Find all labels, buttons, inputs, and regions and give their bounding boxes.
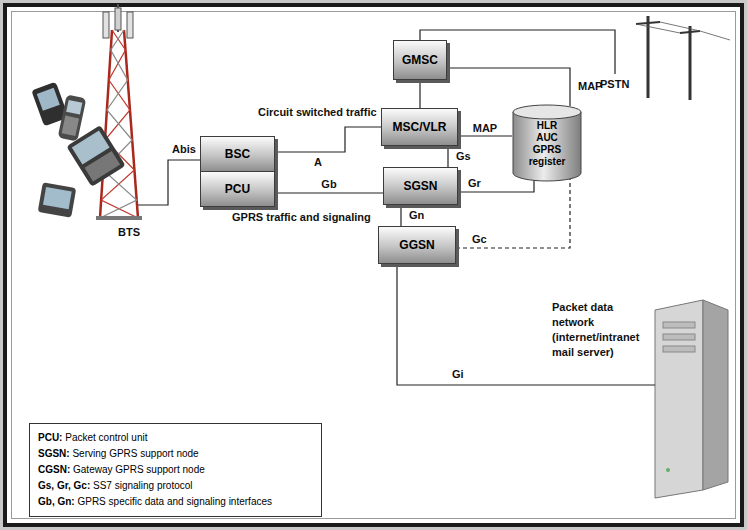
- cell-tower-part: [100, 30, 112, 218]
- element-name: HLR AUC GPRS register: [526, 120, 568, 168]
- interface-label: Gc: [470, 233, 489, 246]
- key-entry: PCU: Packet control unit: [38, 430, 313, 446]
- interface-line: [419, 80, 420, 108]
- network-element-box: SGSN: [383, 167, 458, 205]
- telephone-poles-part: [647, 16, 650, 98]
- server-tower: [655, 300, 728, 498]
- server-tower-part: [663, 322, 695, 328]
- cell-tower-part: [115, 8, 121, 30]
- key-entry: Gb, Gn: GPRS specific data and signaling…: [38, 494, 313, 510]
- mobile-devices-part: [66, 125, 125, 187]
- interface-line: [447, 68, 570, 106]
- element-name: SGSN: [403, 179, 437, 193]
- server-tower-part: [666, 468, 670, 472]
- interface-line: [275, 127, 381, 152]
- telephone-poles-part: [636, 22, 660, 24]
- key-entry: SGSN: Serving GPRS support node: [38, 446, 313, 462]
- station-label: BTS: [118, 226, 140, 239]
- mobile-devices-part-part: [37, 88, 60, 111]
- network-element-box: GMSC: [393, 40, 447, 80]
- interface-label: A: [312, 156, 324, 169]
- mobile-devices-part-part: [66, 125, 125, 187]
- cell-tower: [96, 4, 142, 220]
- interface-line: [458, 135, 512, 136]
- cell-tower-part: [103, 12, 109, 38]
- traffic-note: GPRS traffic and signaling: [232, 211, 371, 224]
- element-name: GMSC: [402, 53, 438, 67]
- key-entry: CGSN: Gateway GPRS support node: [38, 462, 313, 478]
- database-cylinder: HLR AUC GPRS register: [512, 104, 582, 182]
- interface-label: MAP: [471, 122, 499, 135]
- key-entry: Gs, Gr, Gc: SS7 signaling protocol: [38, 478, 313, 494]
- server-tower-part: [703, 300, 728, 490]
- telephone-poles-part: [680, 31, 700, 33]
- mobile-devices-part-part: [43, 187, 72, 209]
- interface-label: Gb: [319, 178, 338, 191]
- element-name: MSC/VLR: [393, 120, 447, 134]
- cell-tower-part: [127, 12, 133, 38]
- telephone-poles-part: [660, 22, 700, 31]
- mobile-devices-part-part: [38, 182, 77, 217]
- network-label: Packet data network (internet/intranet m…: [552, 300, 656, 360]
- wire-part: [138, 160, 200, 205]
- network-element-box: BSC: [200, 136, 275, 172]
- interface-label: Gs: [454, 150, 473, 163]
- wire: [138, 30, 655, 385]
- cell-tower-part: [100, 30, 137, 218]
- mobile-devices-part: [58, 94, 87, 141]
- mobile-devices-part: [38, 182, 77, 217]
- abbreviation-key: PCU: Packet control unitSGSN: Serving GP…: [29, 423, 322, 517]
- interface-label: Gr: [466, 177, 483, 190]
- element-name: GGSN: [399, 238, 434, 252]
- server-tower-part: [663, 334, 695, 340]
- interface-label: Gn: [407, 209, 426, 222]
- mobile-devices-part-part: [85, 151, 121, 182]
- interface-line: [275, 192, 383, 193]
- server-tower-part: [663, 346, 695, 352]
- mobile-devices-part-part: [58, 94, 87, 141]
- mobile-devices-part-part: [66, 100, 82, 115]
- interface-line: [400, 205, 401, 226]
- telephone-poles-part: [689, 26, 692, 100]
- element-name: PCU: [225, 182, 250, 196]
- network-element-box: MSC/VLR: [381, 108, 458, 146]
- network-label: PSTN: [600, 78, 629, 91]
- telephone-poles-part: [700, 31, 730, 40]
- interface-label: Gi: [452, 368, 464, 381]
- wire-part: [397, 264, 655, 385]
- telephone-poles: [636, 16, 730, 100]
- mobile-devices: [31, 82, 125, 218]
- interface-label: Abis: [172, 143, 196, 156]
- traffic-note: Circuit switched traffic: [258, 106, 377, 119]
- server-tower-part: [655, 300, 703, 498]
- interface-line: [447, 146, 448, 167]
- element-name: BSC: [225, 147, 250, 161]
- cell-tower-part: [96, 216, 142, 220]
- mobile-devices-part-part: [62, 116, 79, 137]
- cell-tower-part: [101, 30, 138, 218]
- network-element-box: GGSN: [378, 226, 456, 264]
- network-element-box: PCU: [200, 171, 275, 207]
